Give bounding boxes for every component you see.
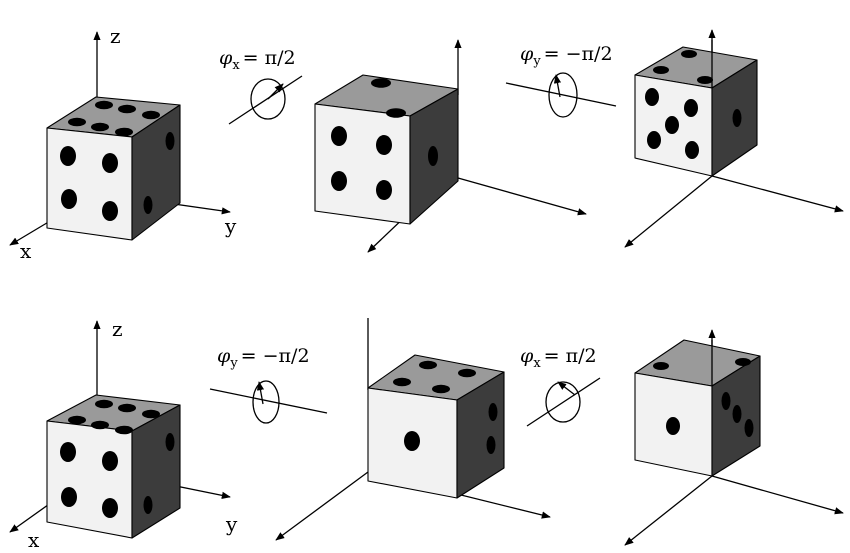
axis-label-x: x	[20, 239, 32, 263]
rotation-axis	[228, 75, 303, 125]
front-pips	[60, 442, 118, 518]
rotation-axis	[526, 377, 601, 427]
axis-label-z: z	[112, 317, 123, 341]
front-pips	[404, 431, 420, 451]
cube-1-3	[634, 40, 758, 177]
rotation-circle	[252, 380, 280, 424]
front-face	[46, 127, 133, 241]
axis-label-y: y	[224, 214, 237, 238]
rotation-1-2: φy= −π/2	[505, 43, 617, 118]
rotation-arrow	[256, 381, 265, 405]
rotation-axis	[209, 388, 328, 414]
die-1-2	[314, 39, 587, 253]
rotation-symbol: φ	[520, 345, 534, 367]
side-pips	[486, 403, 498, 454]
front-face	[314, 103, 411, 225]
rotation-symbol: φ	[520, 43, 534, 65]
rotation-arrow	[557, 381, 576, 396]
rotation-symbol: φ	[219, 47, 233, 69]
rotation-label: φx= π/2	[219, 47, 296, 73]
rotation-value: = −π/2	[241, 345, 310, 367]
side-pips	[143, 433, 175, 514]
front-pips	[331, 126, 392, 200]
rotation-subscript: x	[232, 58, 240, 73]
top-pips	[653, 50, 713, 84]
rotation-label: φy= −π/2	[217, 345, 310, 371]
rotation-subscript: x	[533, 356, 541, 371]
die-1-3	[624, 29, 844, 248]
die-1-1: z y x	[9, 24, 237, 263]
top-pips	[371, 78, 406, 118]
axis-label-y: y	[225, 512, 238, 536]
rotation-value: = π/2	[544, 345, 597, 367]
rotation-label: φx= π/2	[520, 345, 597, 371]
cube-1-1	[46, 96, 181, 241]
rotation-1-1: φx= π/2	[219, 47, 303, 125]
cube-2-2	[367, 354, 505, 499]
cube-1-2	[314, 74, 459, 225]
rotation-value: = π/2	[243, 47, 296, 69]
side-pips	[143, 132, 175, 214]
side-pips	[428, 146, 438, 166]
rotation-circle	[548, 72, 578, 118]
side-pips	[732, 109, 742, 127]
axis-label-z: z	[110, 24, 121, 48]
front-face	[46, 420, 133, 539]
rotation-label: φy= −π/2	[520, 43, 613, 69]
rotation-value: = −π/2	[544, 43, 613, 65]
front-pips	[60, 146, 118, 221]
cube-2-3	[634, 339, 761, 477]
top-pips	[393, 360, 476, 394]
rotation-symbol: φ	[217, 345, 231, 367]
axis-label-x: x	[28, 528, 40, 552]
rotation-2-1: φy= −π/2	[209, 345, 328, 424]
cube-2-1	[46, 394, 181, 539]
front-pips	[645, 88, 699, 159]
die-2-3	[624, 329, 844, 546]
top-pips	[653, 358, 751, 370]
front-pips	[666, 417, 680, 435]
rotation-axis	[505, 82, 617, 107]
top-pips	[68, 100, 160, 137]
rotation-circle	[250, 78, 286, 120]
rotation-subscript: y	[532, 54, 541, 69]
rotation-arrow	[267, 83, 284, 100]
rotation-subscript: y	[229, 356, 238, 371]
die-2-1: z y x	[9, 317, 238, 552]
rotation-arrow	[553, 74, 562, 98]
rotation-2-2: φx= π/2	[520, 345, 601, 427]
side-pips	[721, 392, 754, 437]
top-pips	[68, 399, 160, 435]
die-2-2	[275, 318, 551, 541]
